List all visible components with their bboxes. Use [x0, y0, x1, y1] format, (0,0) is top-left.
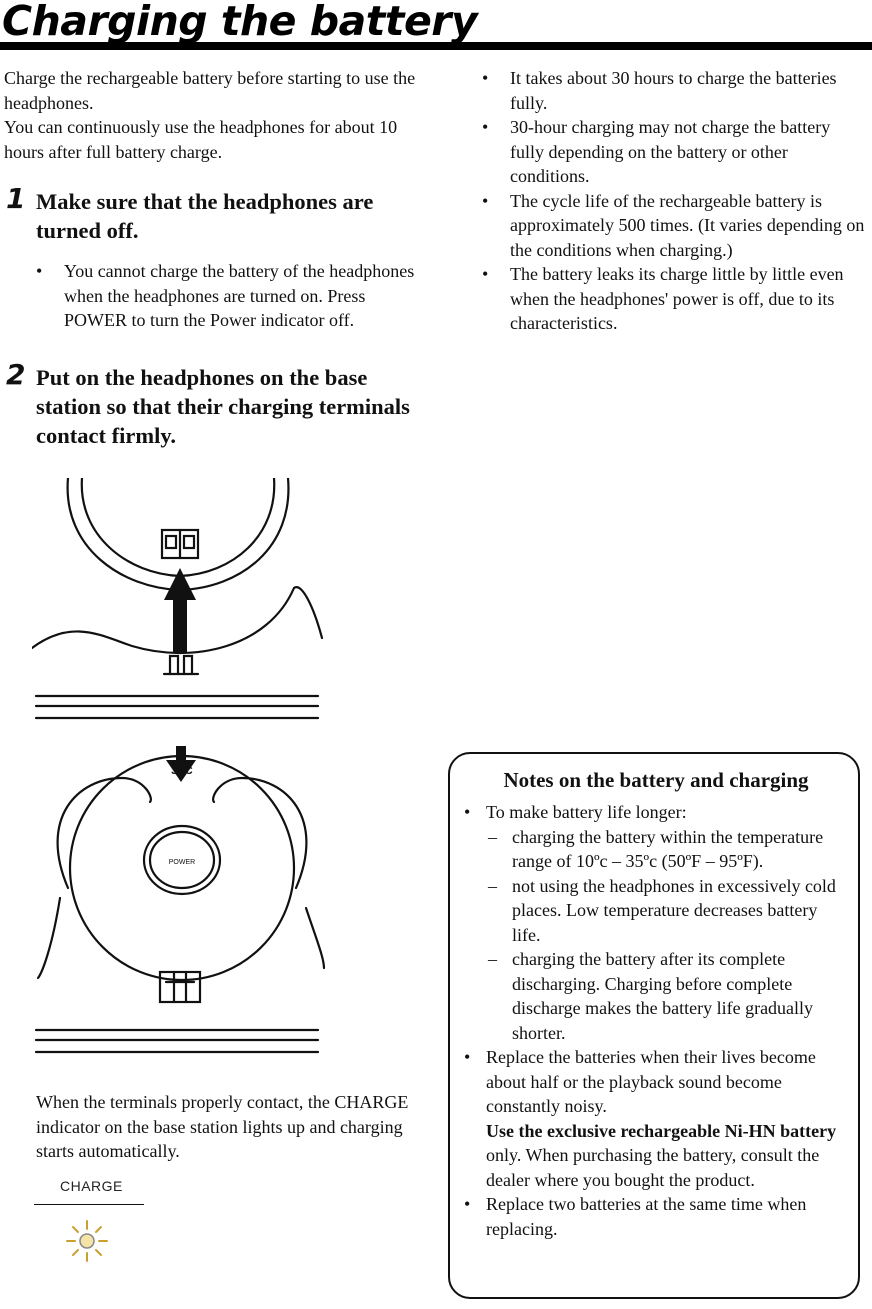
notes-list: To make battery life longer: charging th…: [464, 800, 848, 1241]
notes-bold-text: Use the exclusive rechargeable Ni-HN bat…: [486, 1120, 837, 1141]
notes-box: Notes on the battery and charging To mak…: [448, 752, 860, 1299]
charge-label: CHARGE: [60, 1178, 123, 1194]
intro-paragraph-1: Charge the rechargeable battery before s…: [4, 68, 416, 113]
list-item: Replace the batteries when their lives b…: [464, 1045, 848, 1192]
step-number: 2: [6, 357, 26, 391]
list-item: charging the battery after its complete …: [486, 947, 848, 1045]
charge-indicator-text: When the terminals properly contact, the…: [36, 1092, 409, 1161]
title-rule: [0, 42, 872, 50]
step-heading: Put on the headphones on the base statio…: [36, 364, 410, 448]
notes-item-text: only. When purchasing the battery, consu…: [486, 1145, 820, 1190]
step-1: 1 Make sure that the headphones are turn…: [4, 182, 424, 333]
charge-underline: [34, 1204, 144, 1205]
charge-light-icon: [66, 1220, 108, 1262]
list-item: To make battery life longer: charging th…: [464, 800, 848, 1045]
list-item: The cycle life of the rechargeable batte…: [482, 189, 867, 263]
list-item: charging the battery within the temperat…: [486, 825, 848, 874]
notes-sublist: charging the battery within the temperat…: [486, 825, 848, 1046]
page-title: Charging the battery: [2, 0, 478, 45]
notes-item-text: To make battery life longer:: [486, 802, 687, 822]
step-number: 1: [6, 182, 26, 215]
notes-title: Notes on the battery and charging: [503, 768, 809, 792]
intro-paragraph-2: You can continuously use the headphones …: [4, 117, 398, 162]
list-item: not using the headphones in excessively …: [486, 874, 848, 948]
step-heading: Make sure that the headphones are turned…: [36, 189, 374, 243]
right-column: It takes about 30 hours to charge the ba…: [482, 66, 867, 336]
charging-info-list: It takes about 30 hours to charge the ba…: [482, 66, 867, 336]
list-item: The battery leaks its charge little by l…: [482, 262, 867, 336]
step-bullets: You cannot charge the battery of the hea…: [36, 259, 424, 333]
power-button-label: POWER: [169, 859, 195, 866]
step-bullet: You cannot charge the battery of the hea…: [36, 259, 424, 333]
list-item: 30-hour charging may not charge the batt…: [482, 115, 867, 189]
left-column: Charge the rechargeable battery before s…: [4, 66, 424, 450]
brand-logo: JVC: [171, 765, 192, 777]
list-item: It takes about 30 hours to charge the ba…: [482, 66, 867, 115]
charging-illustration: JVC POWER: [32, 478, 326, 1054]
list-item: Replace two batteries at the same time w…: [464, 1192, 848, 1241]
step-2: 2 Put on the headphones on the base stat…: [4, 357, 424, 450]
notes-item-text: Replace the batteries when their lives b…: [486, 1047, 816, 1116]
